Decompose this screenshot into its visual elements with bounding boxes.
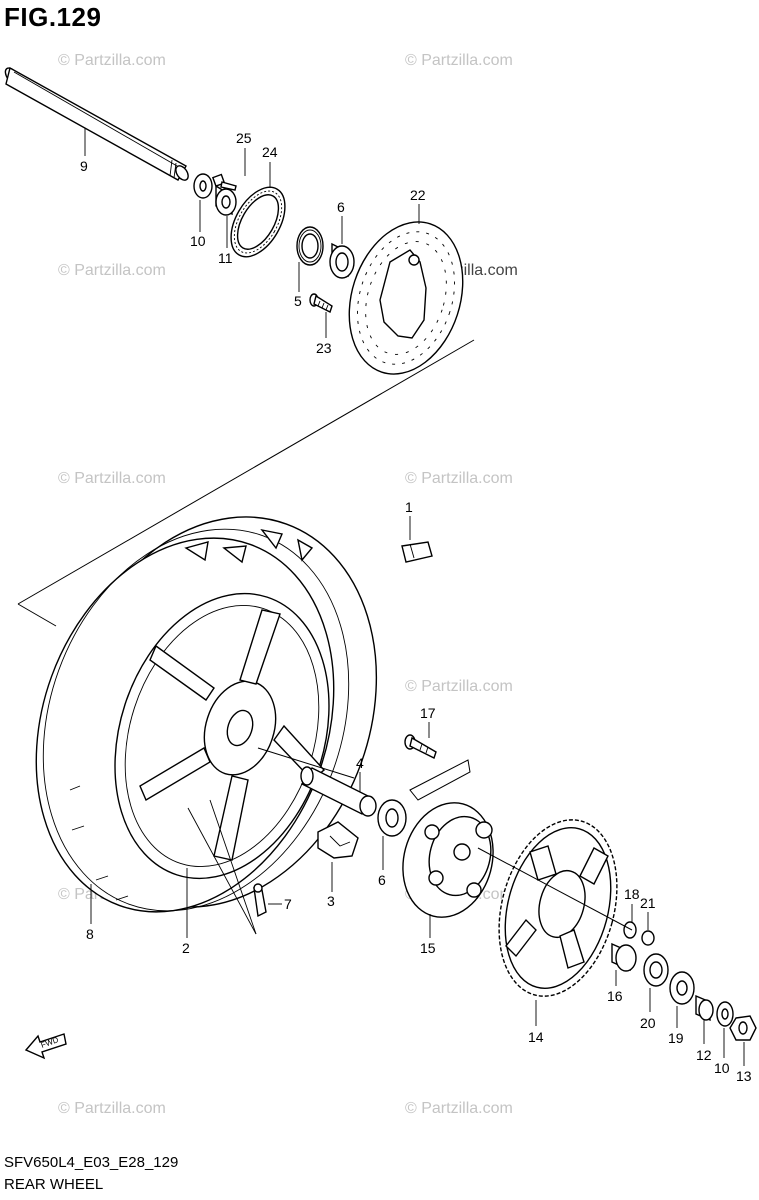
brake-disc-part	[348, 221, 464, 375]
callout-number: 17	[420, 705, 436, 721]
watermark: © Partzilla.com	[405, 52, 513, 69]
callout-number: 11	[218, 250, 233, 266]
callout-number: 7	[284, 896, 292, 912]
callout-number: 2	[182, 940, 190, 956]
callout-number: 8	[86, 926, 94, 942]
callout-number: 18	[624, 886, 640, 902]
assembly-lines	[17, 339, 475, 627]
sensor-ring-part	[230, 186, 286, 258]
watermark: © Partzilla.com	[58, 1100, 166, 1117]
screw-part	[211, 173, 237, 191]
callout-number: 14	[528, 1029, 544, 1045]
washer-part	[193, 173, 213, 199]
callout-number: 15	[420, 940, 436, 956]
disc-bolt-part	[309, 293, 333, 313]
callout-number: 23	[316, 340, 332, 356]
callout-number: 16	[607, 988, 623, 1004]
callout-number: 5	[294, 293, 302, 309]
spacer-part	[300, 766, 377, 817]
watermark: © Partzilla.com	[58, 262, 166, 279]
callout-number: 1	[405, 499, 413, 515]
bearing-part	[377, 799, 407, 837]
leader-lines	[187, 747, 355, 935]
callout-number: 10	[714, 1060, 730, 1076]
fwd-arrow-icon: FWD	[24, 1033, 67, 1060]
small-parts	[477, 847, 757, 1041]
callout-number: 24	[262, 144, 278, 160]
callout-number: 19	[668, 1030, 684, 1046]
damper-part	[317, 821, 359, 859]
callout-number: 4	[356, 755, 364, 771]
clip-part	[401, 541, 433, 563]
callout-number: 20	[640, 1015, 656, 1031]
valve-part	[253, 883, 267, 918]
callout-number: 6	[378, 872, 386, 888]
callout-number: 25	[236, 130, 252, 146]
watermark: © Partzilla.com	[405, 678, 513, 695]
bearing-part	[329, 242, 355, 279]
drive-hub-part	[402, 759, 494, 918]
callouts: 1 2 3 4 5 6 6 7 8 9 10 10 11 12 13 14 15	[80, 128, 752, 1084]
watermark: © Partzilla.com	[58, 52, 166, 69]
callout-number: 21	[640, 895, 656, 911]
callout-number: 13	[736, 1068, 752, 1084]
callout-number: 9	[80, 158, 88, 174]
watermark: © Partzilla.com	[405, 1100, 513, 1117]
diagram-code: SFV650L4_E03_E28_129	[4, 1154, 179, 1171]
watermark: © Partzilla.com	[405, 470, 513, 487]
collar-part	[215, 184, 237, 216]
callout-number: 3	[327, 893, 335, 909]
callout-number: 12	[696, 1047, 712, 1063]
callout-number: 22	[410, 187, 426, 203]
oil-seal-part	[296, 226, 324, 266]
figure-title: FIG.129	[4, 2, 102, 32]
watermark: © Partzilla.com	[58, 470, 166, 487]
sprocket-part	[498, 819, 618, 997]
sprocket-bolt-part	[404, 734, 437, 759]
diagram-title: REAR WHEEL	[4, 1176, 104, 1193]
callout-number: 6	[337, 199, 345, 215]
axle-part	[4, 66, 189, 181]
callout-number: 10	[190, 233, 206, 249]
